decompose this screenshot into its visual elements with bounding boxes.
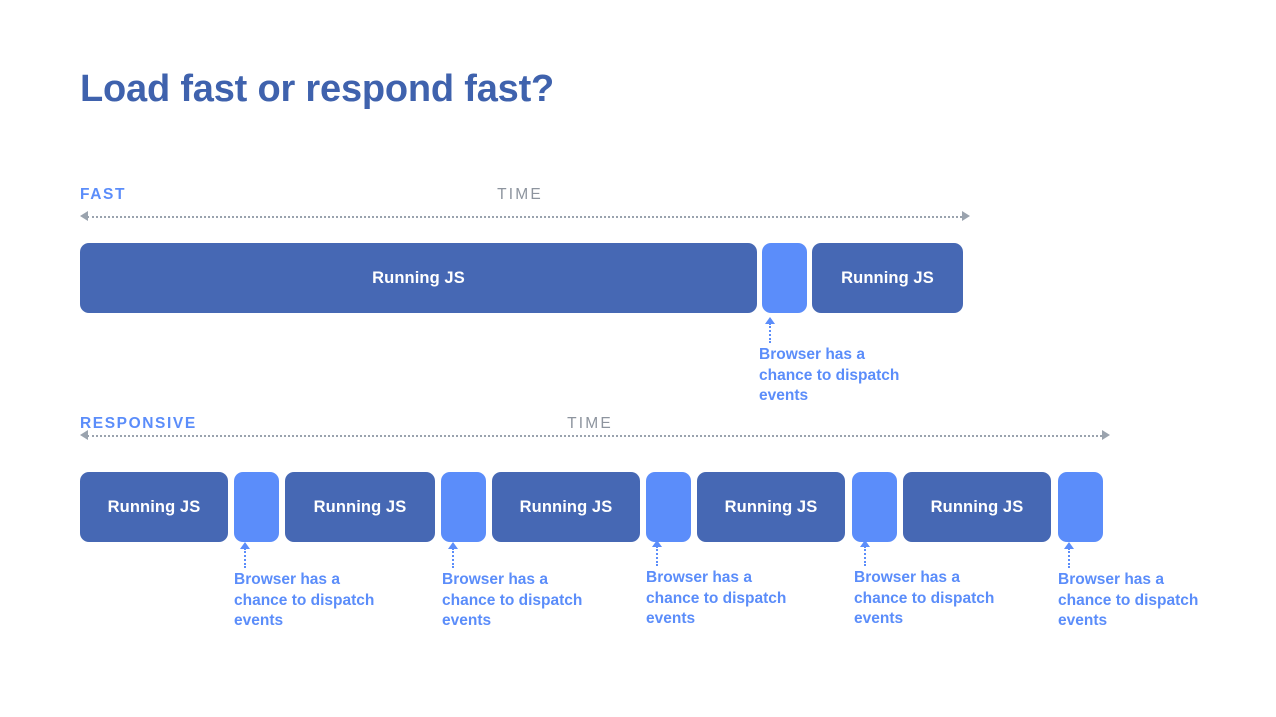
timeline-block-running-js[interactable]: Running JS <box>80 243 757 313</box>
timeline-block-gap[interactable] <box>762 243 807 313</box>
callout-leader-line <box>769 323 771 343</box>
callout-arrow-up-icon <box>652 540 662 547</box>
block-label: Running JS <box>313 497 407 516</box>
block-label: Running JS <box>841 268 934 287</box>
callout-arrow-up-icon <box>765 317 775 324</box>
track-label-responsive: RESPONSIVE <box>80 415 197 432</box>
callout-arrow-up-icon <box>448 542 458 549</box>
callout-leader-line <box>1068 548 1070 568</box>
axis-line <box>87 216 962 218</box>
time-axis-fast <box>80 211 970 222</box>
page-title: Load fast or respond fast? <box>80 68 555 110</box>
block-label: Running JS <box>724 497 818 516</box>
axis-arrow-left-icon <box>80 211 88 221</box>
track-label-fast: FAST <box>80 186 127 203</box>
axis-arrow-right-icon <box>1102 430 1110 440</box>
callout-arrow-up-icon <box>1064 542 1074 549</box>
callout-text: Browser has a chance to dispatch events <box>1058 571 1199 629</box>
time-label-fast: TIME <box>497 186 543 203</box>
callout-arrow-up-icon <box>860 540 870 547</box>
callout-leader-line <box>244 548 246 568</box>
axis-line <box>87 435 1102 437</box>
axis-arrow-right-icon <box>962 211 970 221</box>
timeline-block-gap[interactable] <box>441 472 486 542</box>
callout-text: Browser has a chance to dispatch events <box>234 571 375 629</box>
timeline-block-running-js[interactable]: Running JS <box>80 472 228 542</box>
timeline-block-gap[interactable] <box>852 472 897 542</box>
timeline-block-running-js[interactable]: Running JS <box>492 472 640 542</box>
callout-arrow-up-icon <box>240 542 250 549</box>
callout-text: Browser has a chance to dispatch events <box>442 571 583 629</box>
timeline-block-gap[interactable] <box>1058 472 1103 542</box>
timeline-block-gap[interactable] <box>646 472 691 542</box>
callout-text: Browser has a chance to dispatch events <box>646 569 787 627</box>
timeline-block-running-js[interactable]: Running JS <box>285 472 435 542</box>
block-label: Running JS <box>930 497 1024 516</box>
block-label: Running JS <box>372 268 465 287</box>
callout-leader-line <box>452 548 454 568</box>
time-label-responsive: TIME <box>567 415 613 432</box>
timeline-block-gap[interactable] <box>234 472 279 542</box>
timeline-block-running-js[interactable]: Running JS <box>697 472 845 542</box>
timeline-block-running-js[interactable]: Running JS <box>812 243 963 313</box>
callout-text: Browser has a chance to dispatch events <box>759 346 900 404</box>
axis-arrow-left-icon <box>80 430 88 440</box>
block-label: Running JS <box>107 497 201 516</box>
block-label: Running JS <box>519 497 613 516</box>
callout-leader-line <box>864 546 866 566</box>
callout-text: Browser has a chance to dispatch events <box>854 569 995 627</box>
callout-leader-line <box>656 546 658 566</box>
timeline-block-running-js[interactable]: Running JS <box>903 472 1051 542</box>
time-axis-responsive <box>80 430 1110 441</box>
